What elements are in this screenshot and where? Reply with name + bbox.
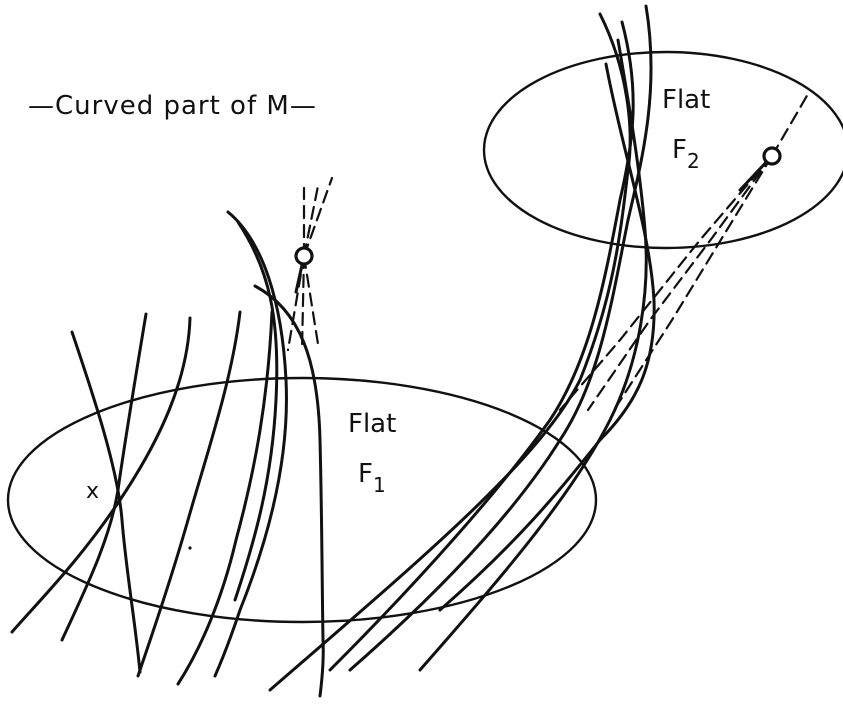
stray-dot	[188, 546, 192, 550]
geodesic-curve	[176, 310, 274, 686]
geodesic-curve	[348, 4, 653, 672]
dashed-ray	[770, 92, 810, 158]
flat-f1-name: F1	[358, 459, 386, 497]
dashed-ray	[302, 254, 320, 346]
geodesic-curve	[418, 38, 648, 672]
dashed-ray	[302, 176, 334, 258]
geodesic-curve	[136, 310, 242, 678]
geodesic-curve	[268, 12, 632, 692]
dashed-ray	[302, 184, 320, 258]
geodesic-curve	[233, 220, 279, 602]
flat-region-f1-boundary	[6, 376, 598, 624]
flat-f2-name: F2	[672, 135, 700, 173]
point-x-label: x	[86, 479, 99, 504]
flat-f2-label: Flat	[662, 85, 710, 115]
dashed-ray	[612, 154, 774, 412]
flat-region-f2-boundary	[482, 50, 843, 250]
dashed-ray	[558, 154, 774, 412]
dashed-ray	[300, 254, 306, 352]
caption: —Curved part of M—	[28, 91, 317, 121]
geodesic-curve	[60, 312, 148, 642]
dashed-ray	[286, 254, 306, 352]
geodesic-curve	[213, 210, 288, 678]
geodesic-curve	[70, 330, 142, 674]
flat-f1-label: Flat	[348, 409, 396, 439]
light-source-lower	[294, 246, 314, 266]
geodesic-curve	[438, 62, 656, 612]
dashed-ray	[586, 154, 774, 412]
geodesic-curve	[253, 284, 325, 698]
light-source-upper	[762, 146, 782, 166]
geodesic-curve	[10, 316, 192, 634]
